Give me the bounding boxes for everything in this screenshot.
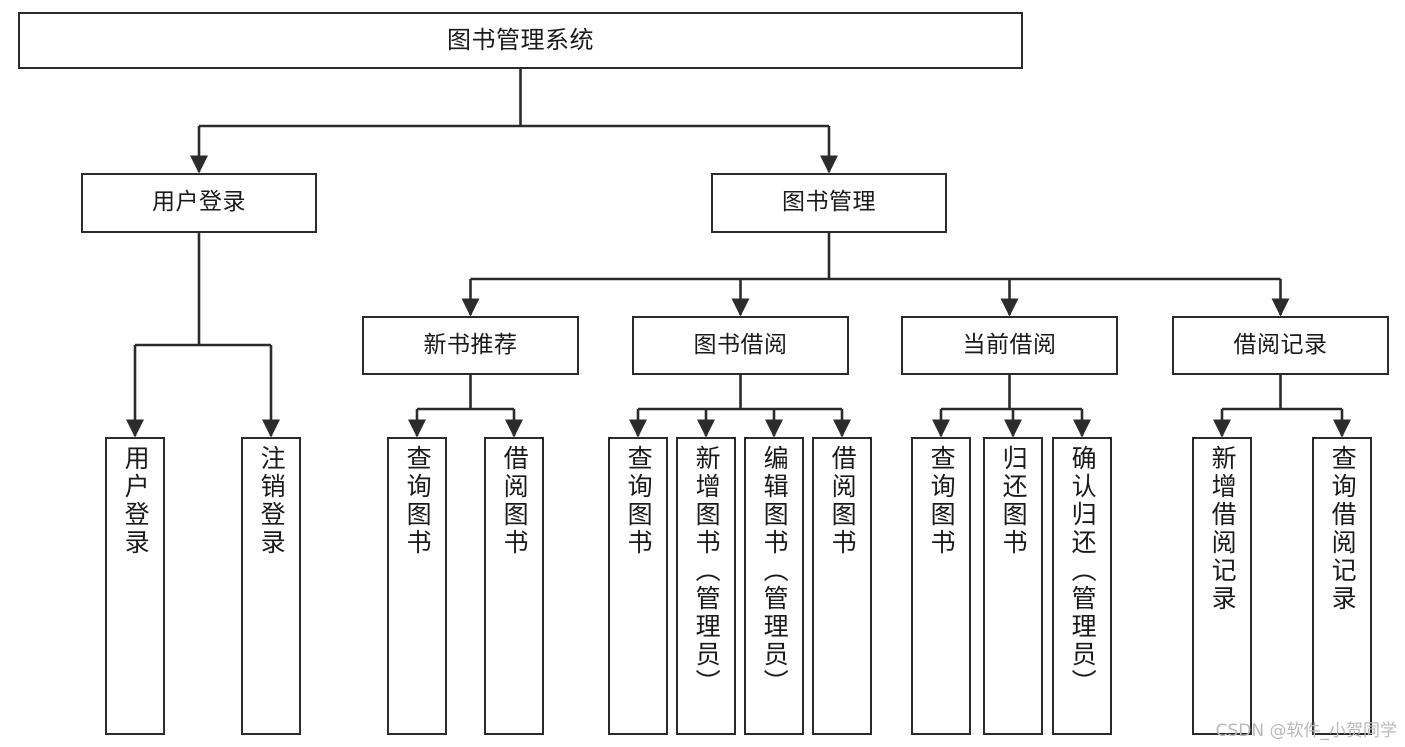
node-book-borrow[interactable]: 图书借阅: [632, 316, 849, 375]
node-label-leaf-query-book-a: 查询图书: [403, 445, 433, 557]
node-leaf-query-book-a[interactable]: 查询图书: [387, 437, 447, 735]
node-label-book-manage: 图书管理: [782, 189, 876, 216]
csdn-watermark: CSDN @软件_小贺同学: [1215, 721, 1397, 741]
node-label-book-borrow: 图书借阅: [693, 331, 788, 358]
node-leaf-query-book-c[interactable]: 查询图书: [911, 437, 971, 735]
node-leaf-edit-book[interactable]: 编辑图书（管理员）: [744, 437, 804, 735]
node-label-leaf-query-book-c: 查询图书: [927, 445, 957, 557]
node-label-leaf-user-login: 用户登录: [121, 445, 151, 557]
node-label-root: 图书管理系统: [447, 26, 594, 55]
node-leaf-confirm-return[interactable]: 确认归还（管理员）: [1052, 437, 1112, 735]
node-leaf-borrow-book-b[interactable]: 借阅图书: [812, 437, 872, 735]
node-leaf-add-record[interactable]: 新增借阅记录: [1192, 437, 1252, 735]
node-leaf-return-book[interactable]: 归还图书: [983, 437, 1043, 735]
node-label-leaf-edit-book: 编辑图书（管理员）: [760, 445, 790, 697]
node-leaf-user-login[interactable]: 用户登录: [105, 437, 165, 735]
node-label-leaf-logout: 注销登录: [257, 445, 287, 557]
node-label-leaf-confirm-return: 确认归还（管理员）: [1068, 445, 1098, 697]
node-label-leaf-return-book: 归还图书: [999, 445, 1029, 557]
node-current-borrow[interactable]: 当前借阅: [901, 316, 1118, 375]
node-leaf-query-book-b[interactable]: 查询图书: [608, 437, 668, 735]
node-new-book-recommend[interactable]: 新书推荐: [362, 316, 579, 375]
node-book-manage[interactable]: 图书管理: [711, 173, 947, 233]
node-leaf-logout[interactable]: 注销登录: [241, 437, 301, 735]
node-label-current-borrow: 当前借阅: [962, 331, 1057, 358]
node-root[interactable]: 图书管理系统: [18, 12, 1023, 69]
node-label-borrow-record: 借阅记录: [1233, 331, 1328, 358]
node-label-leaf-query-book-b: 查询图书: [624, 445, 654, 557]
node-leaf-borrow-book-a[interactable]: 借阅图书: [484, 437, 544, 735]
node-label-new-book-recommend: 新书推荐: [423, 331, 518, 358]
node-leaf-query-record[interactable]: 查询借阅记录: [1312, 437, 1372, 735]
node-borrow-record[interactable]: 借阅记录: [1172, 316, 1389, 375]
node-user-login[interactable]: 用户登录: [81, 173, 317, 233]
node-label-leaf-borrow-book-b: 借阅图书: [828, 445, 858, 557]
node-label-leaf-add-book: 新增图书（管理员）: [692, 445, 722, 697]
node-leaf-add-book[interactable]: 新增图书（管理员）: [676, 437, 736, 735]
node-label-user-login: 用户登录: [152, 189, 246, 216]
node-label-leaf-query-record: 查询借阅记录: [1328, 445, 1358, 613]
node-label-leaf-add-record: 新增借阅记录: [1208, 445, 1238, 613]
node-label-leaf-borrow-book-a: 借阅图书: [500, 445, 530, 557]
